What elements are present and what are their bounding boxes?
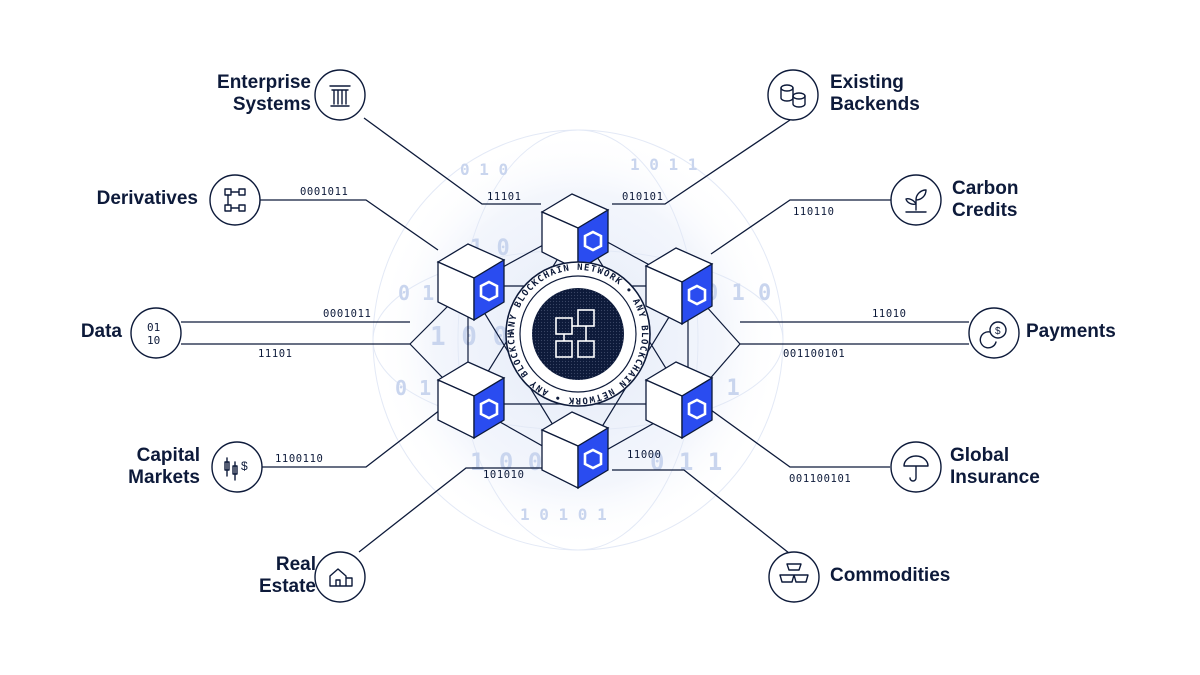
svg-text:10: 10 — [147, 334, 160, 347]
svg-text:$: $ — [241, 459, 248, 473]
code-payments-bottom: 001100101 — [783, 348, 845, 360]
code-enterprise: 11101 — [487, 191, 522, 203]
svg-text:0 1 0: 0 1 0 — [460, 160, 508, 179]
coins-icon: $ — [979, 321, 1007, 349]
code-derivatives: 0001011 — [300, 186, 348, 198]
label-data: Data — [80, 321, 122, 342]
label-commodities: Commodities — [830, 565, 951, 586]
code-data-bottom: 11101 — [258, 348, 293, 360]
pillar-icon — [329, 85, 351, 107]
svg-text:1 0 1 1: 1 0 1 1 — [630, 155, 697, 174]
label-derivatives: Derivatives — [96, 188, 198, 209]
svg-text:0 1 0: 0 1 0 — [705, 281, 771, 306]
code-real-estate: 101010 — [483, 469, 525, 481]
binary-data-icon: 01 10 — [147, 321, 160, 347]
svg-text:1 0 0: 1 0 0 — [430, 322, 508, 352]
network-blocks-icon — [555, 309, 595, 358]
label-existing-backends: Existing Backends — [830, 72, 920, 115]
code-payments-top: 11010 — [872, 308, 907, 320]
svg-text:$: $ — [995, 326, 1001, 337]
code-commodities: 11000 — [627, 449, 662, 461]
label-enterprise-systems: Enterprise Systems — [217, 72, 311, 115]
label-capital-markets: Capital Markets — [128, 445, 200, 488]
label-carbon-credits: Carbon Credits — [952, 178, 1019, 221]
binary-codes: 11101 0001011 0001011 11101 1100110 1010… — [258, 186, 907, 485]
svg-text:1 0 1 0 1: 1 0 1 0 1 — [520, 505, 607, 524]
candlestick-dollar-icon: $ — [224, 457, 248, 481]
connector-lines — [181, 117, 969, 558]
svg-text:0 1: 0 1 — [398, 281, 434, 305]
database-stack-icon — [780, 84, 806, 108]
label-real-estate: Real Estate — [258, 554, 316, 597]
house-icon — [329, 568, 353, 587]
label-payments: Payments — [1026, 321, 1116, 342]
sprout-icon — [905, 189, 927, 213]
code-existing-backends: 010101 — [622, 191, 664, 203]
code-global-insurance: 001100101 — [789, 473, 851, 485]
svg-text:1 0 0: 1 0 0 — [470, 448, 542, 476]
label-global-insurance: Global Insurance — [950, 445, 1040, 488]
umbrella-icon — [903, 455, 929, 482]
derivatives-icon — [224, 188, 246, 212]
code-carbon-credits: 110110 — [793, 206, 835, 218]
code-capital-markets: 1100110 — [275, 453, 323, 465]
code-data-top: 0001011 — [323, 308, 371, 320]
svg-text:01: 01 — [147, 321, 160, 334]
gold-bars-icon — [779, 563, 809, 583]
